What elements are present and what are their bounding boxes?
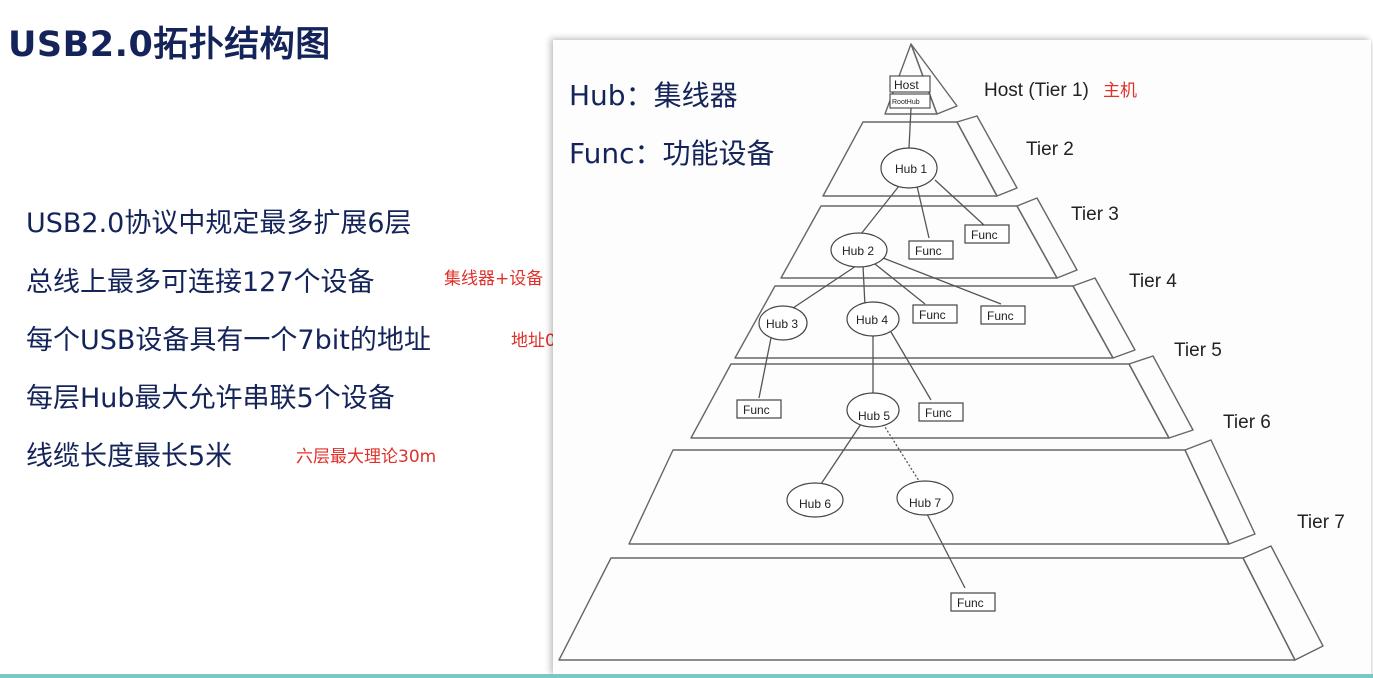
hub-3-label: Hub 3 — [766, 317, 798, 331]
tier-2-label: Tier 2 — [1026, 139, 1074, 160]
tier-3-side — [1016, 197, 1078, 279]
legend-func: Func：功能设备 — [569, 137, 775, 170]
hub-2-label: Hub 2 — [842, 244, 874, 258]
hub-6-label: Hub 6 — [799, 497, 831, 511]
tier-4-label: Tier 4 — [1129, 271, 1177, 292]
tier-5-label: Tier 5 — [1174, 340, 1222, 361]
bullet-max-devices: 总线上最多可连接127个设备 — [26, 267, 375, 298]
host-node-label: Host — [894, 78, 919, 92]
func-label: Func — [987, 309, 1014, 323]
tier-6-side — [1184, 439, 1256, 545]
bullet-max-tiers: USB2.0协议中规定最多扩展6层 — [26, 208, 412, 239]
func-label: Func — [743, 403, 770, 417]
tier-4-side — [1072, 277, 1136, 359]
hub-5-label: Hub 5 — [858, 409, 890, 423]
hub-4-label: Hub 4 — [856, 313, 888, 327]
func-label: Func — [957, 596, 984, 610]
bottom-accent-line — [0, 674, 1373, 678]
host-note: 主机 — [1103, 81, 1137, 101]
slide-title: USB2.0拓扑结构图 — [8, 25, 331, 65]
hub-1-label: Hub 1 — [895, 162, 927, 176]
tier-7-front — [558, 557, 1296, 661]
tier-7-label: Tier 7 — [1297, 512, 1345, 533]
topology-figure: Host RootHub Hub 1 Hub 2 Hub 3 Hub 4 Hub… — [553, 40, 1371, 676]
tier-1-label: Host (Tier 1) — [984, 80, 1089, 101]
func-label: Func — [919, 308, 946, 322]
bullet-hub-chain: 每层Hub最大允许串联5个设备 — [26, 383, 395, 414]
func-label: Func — [971, 228, 998, 242]
tier-2-side — [956, 115, 1018, 197]
bullet-cable-length: 线缆长度最长5米 — [26, 441, 233, 472]
tier-7-side — [1242, 545, 1324, 661]
tier-5-side — [1128, 355, 1194, 439]
func-label: Func — [925, 406, 952, 420]
hub-7-label: Hub 7 — [909, 496, 941, 510]
note-theoretical-length: 六层最大理论30m — [296, 447, 437, 467]
func-label: Func — [915, 244, 942, 258]
note-hub-plus-device: 集线器+设备 — [444, 269, 544, 289]
bullet-7bit-address: 每个USB设备具有一个7bit的地址 — [26, 325, 431, 356]
roothub-node-label: RootHub — [892, 99, 920, 106]
tier-6-label: Tier 6 — [1223, 412, 1271, 433]
pyramid-diagram: Host RootHub Hub 1 Hub 2 Hub 3 Hub 4 Hub… — [558, 43, 1345, 661]
legend-hub: Hub：集线器 — [569, 79, 738, 112]
tier-3-label: Tier 3 — [1071, 204, 1119, 225]
